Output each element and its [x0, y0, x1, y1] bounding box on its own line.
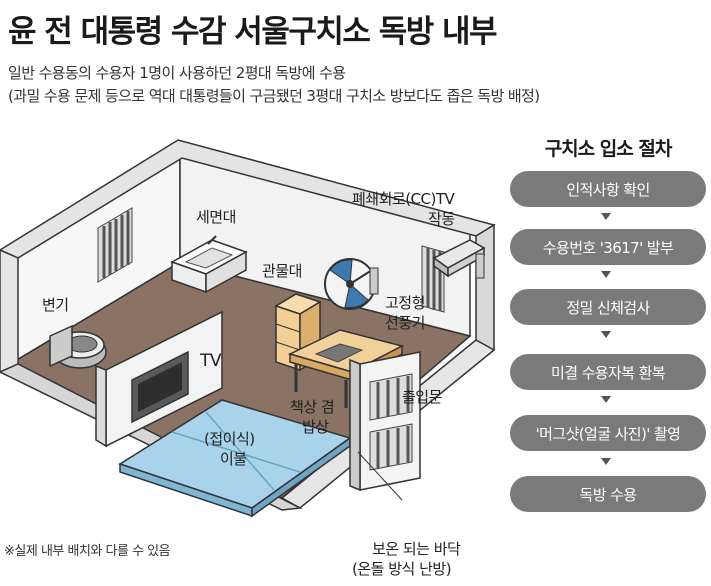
label-cabinet: 관물대: [262, 262, 302, 280]
label-fan-line1: 고정형: [385, 294, 425, 312]
procedure-step-5: '머그샷(얼굴 사진)' 촬영: [510, 415, 706, 451]
procedure-step-3: 정밀 신체검사: [510, 289, 706, 325]
label-toilet: 변기: [42, 296, 69, 314]
bedding-shape: [118, 399, 352, 518]
label-fan-line2: 선풍기: [385, 314, 425, 332]
wall-outer-left: [0, 249, 19, 382]
arrow-down-icon: [601, 213, 611, 220]
label-sink: 세면대: [196, 208, 236, 226]
procedure-step-2: 수용번호 '3617' 발부: [510, 229, 706, 265]
toilet-shape: [49, 324, 107, 369]
arrow-down-icon: [601, 458, 611, 465]
leader-lines: [357, 451, 403, 501]
arrow-down-icon: [601, 396, 611, 403]
procedure-step-6: 독방 수용: [510, 476, 706, 512]
label-cctv-line2: 작동: [428, 210, 455, 228]
label-door: 출입문: [402, 388, 442, 406]
subtitle-line-1: 일반 수용동의 수용자 1명이 사용하던 2평대 독방에 수용: [8, 64, 346, 82]
footnote: ※실제 내부 배치와 다를 수 있음: [4, 544, 171, 559]
label-cctv-line1: 폐쇄회로(CC)TV: [352, 190, 455, 208]
subtitle-line-2: (과밀 수용 문제 등으로 역대 대통령들이 구금됐던 3평대 구치소 방보다도…: [8, 87, 540, 105]
procedure-step-1: 인적사항 확인: [510, 171, 706, 207]
arrow-down-icon: [601, 271, 611, 278]
fan-shape: [324, 258, 379, 310]
label-bedding-line2: 이불: [220, 450, 247, 468]
sink-shape: [170, 235, 248, 294]
door-shape: [349, 351, 421, 492]
procedure-title: 구치소 입소 절차: [544, 138, 673, 160]
arrow-down-icon: [601, 331, 611, 338]
tv-partition: [95, 310, 223, 448]
label-floor-line1: 보온 되는 바닥: [372, 540, 461, 558]
label-floor-line2: (온돌 방식 난방): [352, 560, 452, 578]
label-bedding-line1: (접이식): [204, 430, 255, 448]
label-desk-line2: 밥상: [302, 418, 329, 436]
label-desk-line1: 책상 겸: [290, 398, 335, 416]
procedure-step-4: 미결 수용자복 환복: [510, 354, 706, 390]
page-title: 윤 전 대통령 수감 서울구치소 독방 내부: [8, 14, 498, 50]
cctv-shape: [432, 239, 486, 279]
label-tv: TV: [200, 351, 222, 371]
window-bars: [97, 207, 133, 283]
cell-illustration: [0, 139, 496, 518]
